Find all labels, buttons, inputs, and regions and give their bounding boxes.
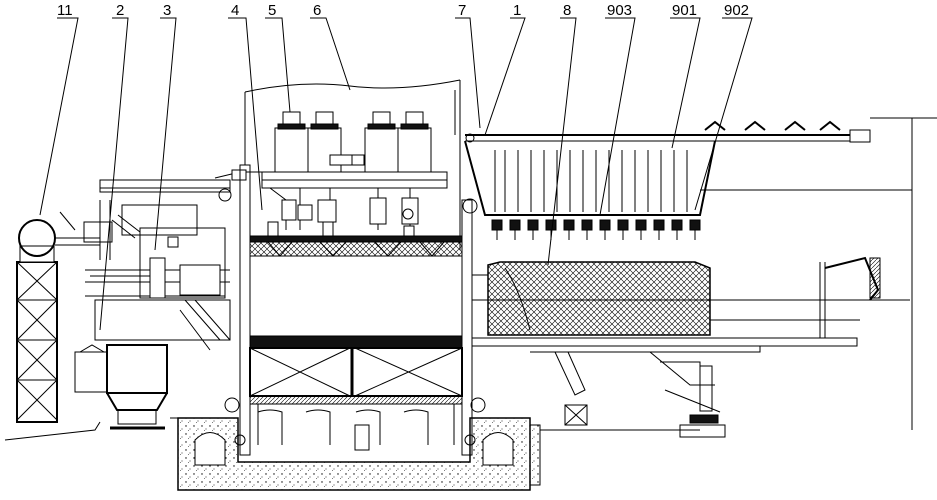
silo-group [261,111,448,241]
callout-labels: 11 2 3 4 5 6 7 1 8 903 901 902 [57,2,749,19]
callout-5: 5 [268,2,276,19]
trolley-shed [462,140,912,240]
leader-lines [39,17,753,331]
lower-chute [554,351,726,438]
callout-2: 2 [116,2,124,19]
material-bed [472,261,711,336]
left-tower-structure [16,245,58,423]
callout-7: 7 [458,2,466,19]
callout-903: 903 [607,2,632,19]
callout-1: 1 [513,2,521,19]
tower-top-drum [18,211,100,257]
roof-curve [244,79,461,250]
ground-left [4,421,101,441]
magazine-row [491,219,701,240]
shed-columns [494,150,688,212]
charging-building [83,179,231,351]
discharge-platform [471,256,910,353]
callout-3: 3 [163,2,171,19]
callout-902: 902 [724,2,749,19]
overhead-conveyor-rail [454,90,937,430]
callout-901: 901 [672,2,697,19]
callout-6: 6 [313,2,321,19]
foundation [170,417,700,491]
furnace-body [224,164,486,456]
lower-hopper [74,344,168,430]
callout-8: 8 [563,2,571,19]
callout-4: 4 [231,2,239,19]
callout-11: 11 [57,2,73,19]
